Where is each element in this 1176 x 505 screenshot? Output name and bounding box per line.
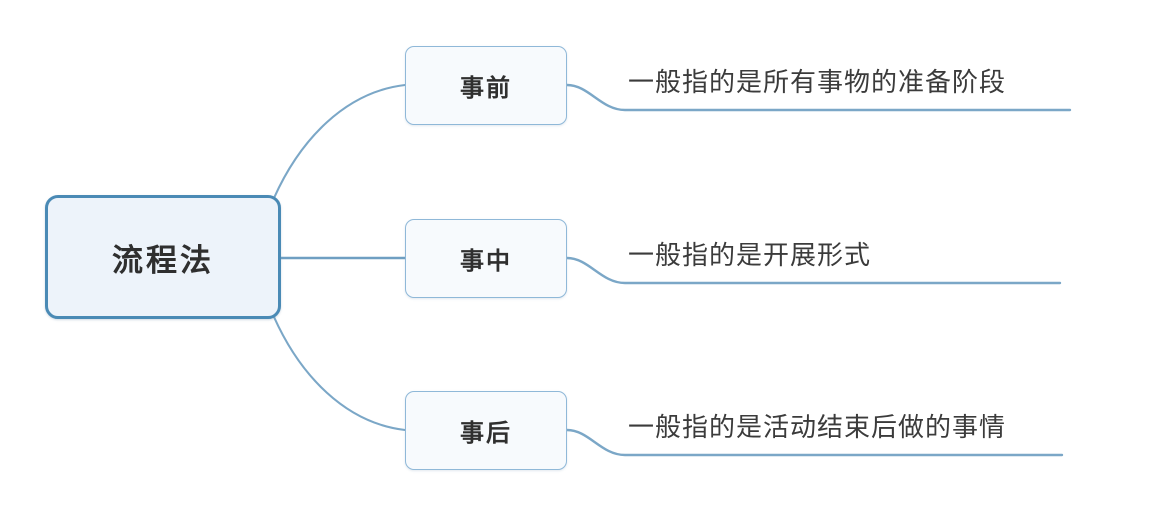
- connector-root-to-child-1: [272, 83, 407, 200]
- leaf-label-3[interactable]: 一般指的是活动结束后做的事情: [628, 413, 1007, 443]
- connector-root-to-child-3: [272, 315, 407, 432]
- child-node-3-label: 事后: [460, 419, 512, 447]
- child-node-2-label: 事中: [460, 247, 512, 275]
- child-node-3[interactable]: 事后: [405, 391, 567, 470]
- root-node-label: 流程法: [112, 242, 214, 279]
- leaf-label-2[interactable]: 一般指的是开展形式: [628, 241, 872, 271]
- leaf-label-1[interactable]: 一般指的是所有事物的准备阶段: [628, 68, 1007, 98]
- child-node-2[interactable]: 事中: [405, 219, 567, 298]
- child-node-1[interactable]: 事前: [405, 46, 567, 125]
- child-node-1-label: 事前: [460, 74, 512, 102]
- root-node[interactable]: 流程法: [45, 195, 281, 319]
